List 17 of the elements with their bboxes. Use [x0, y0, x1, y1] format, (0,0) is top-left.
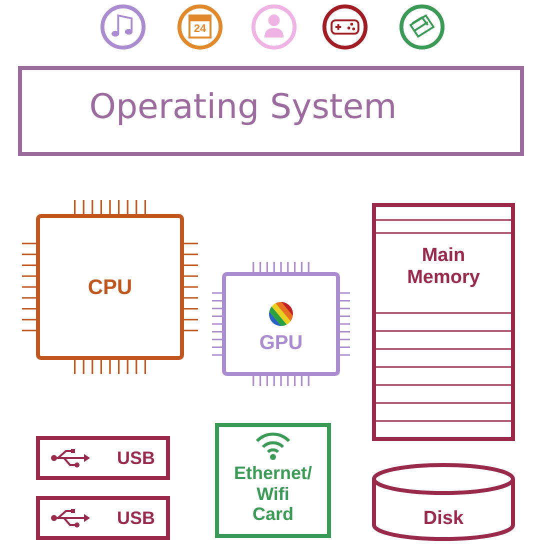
network-card-box — [215, 423, 331, 538]
component-label: USB — [116, 508, 156, 529]
os-box — [18, 66, 524, 156]
usb-port-box — [36, 496, 170, 540]
component-label: Disk — [422, 508, 465, 530]
memory-block — [372, 203, 515, 441]
calendar-date: 24 — [192, 23, 208, 36]
component-label: USB — [116, 448, 156, 469]
usb-port-box — [36, 436, 170, 480]
cpu-chip — [22, 200, 198, 374]
component-label: Ethernet/ Wifi Card — [232, 463, 313, 526]
component-label: CPU — [86, 276, 134, 300]
component-label: Main Memory — [406, 245, 481, 289]
component-label: GPU — [258, 332, 304, 355]
heading-text: Operating System — [88, 88, 398, 128]
gpu-chip — [212, 262, 350, 386]
disk-cylinder — [372, 463, 515, 541]
